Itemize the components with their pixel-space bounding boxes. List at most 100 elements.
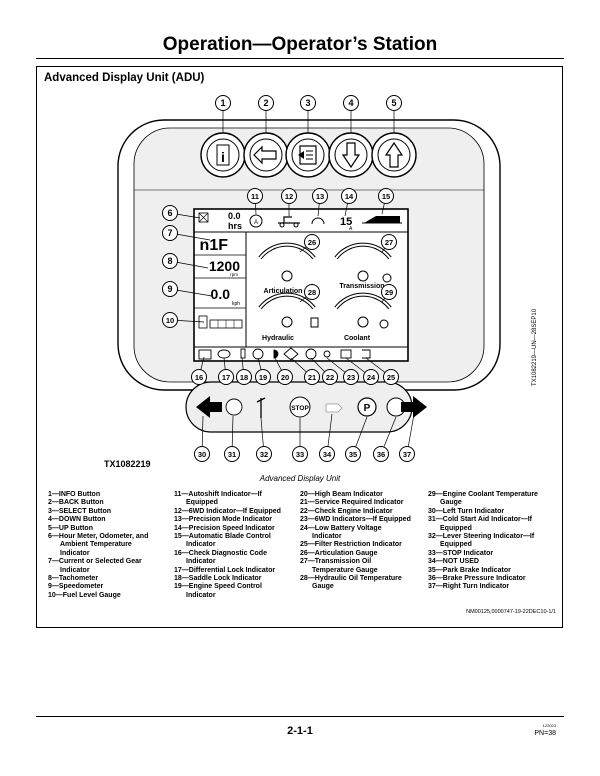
figure-box [36, 66, 563, 628]
legend-item: 15—Automatic Blade Control [174, 533, 271, 541]
svg-text:Hydraulic: Hydraulic [262, 335, 294, 342]
legend-item: 8—Tachometer [48, 575, 99, 583]
legend-item: Indicator [60, 566, 90, 574]
stop-indicator [289, 396, 311, 418]
callout-circle [162, 225, 178, 241]
callout-circle [341, 188, 357, 204]
legend-item: 17—Differential Lock Indicator [174, 566, 276, 574]
legend-item: 23—6WD Indicators—If Equipped [300, 516, 411, 524]
articulation-gauge: Articulation [258, 242, 316, 295]
legend-item: 25—Filter Restriction Indicator [300, 541, 402, 549]
svg-text:Transmission: Transmission [339, 283, 384, 290]
legend-item: Equipped [440, 524, 472, 532]
legend-item: 36—Brake Pressure Indicator [428, 575, 526, 583]
callout-circle [224, 446, 240, 462]
legend-item: 14—Precision Speed Indicator [174, 524, 275, 532]
svg-text:STOP: STOP [291, 405, 309, 412]
legend-item: 27—Transmission Oil [300, 558, 372, 566]
callout-circle [277, 369, 293, 385]
callout-circle [343, 95, 359, 111]
svg-text:Articulation: Articulation [264, 288, 303, 295]
lever-steering-icon [256, 397, 266, 418]
callout-circle [191, 369, 207, 385]
hours-unit: hrs [228, 221, 242, 231]
legend-item: 2—BACK Button [48, 499, 104, 507]
park-brake-icon [357, 397, 377, 417]
callout-circle [399, 446, 415, 462]
svg-text:i: i [221, 149, 225, 165]
up-button [371, 132, 417, 178]
figure-caption: Advanced Display Unit [259, 474, 341, 483]
callout-circle [386, 95, 402, 111]
legend-item: Ambient Temperature [60, 541, 132, 549]
footer-small-code: 122023 [542, 723, 556, 728]
legend-item: 5—UP Button [48, 524, 93, 532]
callout-number: 29 [385, 288, 393, 297]
callout-number: 33 [296, 450, 304, 459]
legend-item: 30—Left Turn Indicator [428, 507, 505, 515]
callout-number: 34 [323, 450, 332, 459]
legend-item: 3—SELECT Button [48, 507, 111, 515]
legend-item: Indicator [312, 533, 342, 541]
callout-number: 14 [345, 192, 354, 201]
callout-circle [363, 369, 379, 385]
callout-number: 10 [166, 316, 174, 325]
coolant-gauge: Coolant [334, 292, 392, 342]
title-rule [36, 58, 564, 59]
gear-value: n1F [200, 237, 229, 254]
callout-number: 24 [367, 373, 376, 382]
callout-circle [256, 446, 272, 462]
info-button: i [200, 132, 246, 178]
callout-circle [281, 188, 297, 204]
legend-item: 21—Service Required Indicator [300, 499, 404, 507]
callout-number: 11 [251, 192, 259, 201]
select-button [285, 132, 331, 178]
legend-item: Equipped [440, 541, 472, 549]
adu-diagram: i [117, 95, 501, 462]
left-turn-icon [196, 396, 222, 418]
transmission-gauge: Transmission [334, 242, 392, 290]
legend-item: 9—Speedometer [48, 583, 104, 591]
hydraulic-gauge: Hydraulic [258, 292, 319, 342]
callout-number: 19 [259, 373, 267, 382]
callout-circle [381, 284, 397, 300]
rpm-unit: rpm [230, 272, 238, 277]
callout-circle [304, 369, 320, 385]
svg-text:Coolant: Coolant [344, 335, 371, 342]
legend-item: 6—Hour Meter, Odometer, and [48, 533, 149, 541]
precision-speed-unit: A [349, 226, 353, 232]
callout-circle [300, 95, 316, 111]
hours-value: 0.0 [228, 211, 241, 221]
callout-number: 1 [220, 98, 225, 108]
callout-circle [373, 446, 389, 462]
callout-circle [218, 369, 234, 385]
svg-text:P: P [364, 403, 371, 414]
callout-circle [162, 312, 178, 328]
callout-circle [162, 205, 178, 221]
legend-item: Gauge [440, 499, 462, 507]
callout-number: 12 [285, 192, 293, 201]
callout-circle [215, 95, 231, 111]
callout-circle [304, 234, 320, 250]
callout-number: 26 [308, 238, 316, 247]
callout-number: 21 [308, 373, 316, 382]
legend-item: Equipped [186, 499, 218, 507]
callout-circle [292, 446, 308, 462]
callout-number: 15 [382, 192, 390, 201]
page-number: 2-1-1 [287, 725, 313, 737]
footer-rule [36, 716, 564, 717]
legend-item: 28—Hydraulic Oil Temperature [300, 575, 402, 583]
callout-number: 37 [403, 450, 411, 459]
callout-number: 16 [195, 373, 203, 382]
legend-item: 22—Check Engine Indicator [300, 507, 393, 515]
legend-item: Indicator [60, 549, 90, 557]
callout-circle [255, 369, 271, 385]
lcd-screen [193, 208, 409, 362]
callout-number: 23 [347, 373, 355, 382]
callout-circle [319, 446, 335, 462]
section-heading: Advanced Display Unit (ADU) [44, 72, 205, 84]
legend-item: 1—INFO Button [48, 491, 101, 498]
